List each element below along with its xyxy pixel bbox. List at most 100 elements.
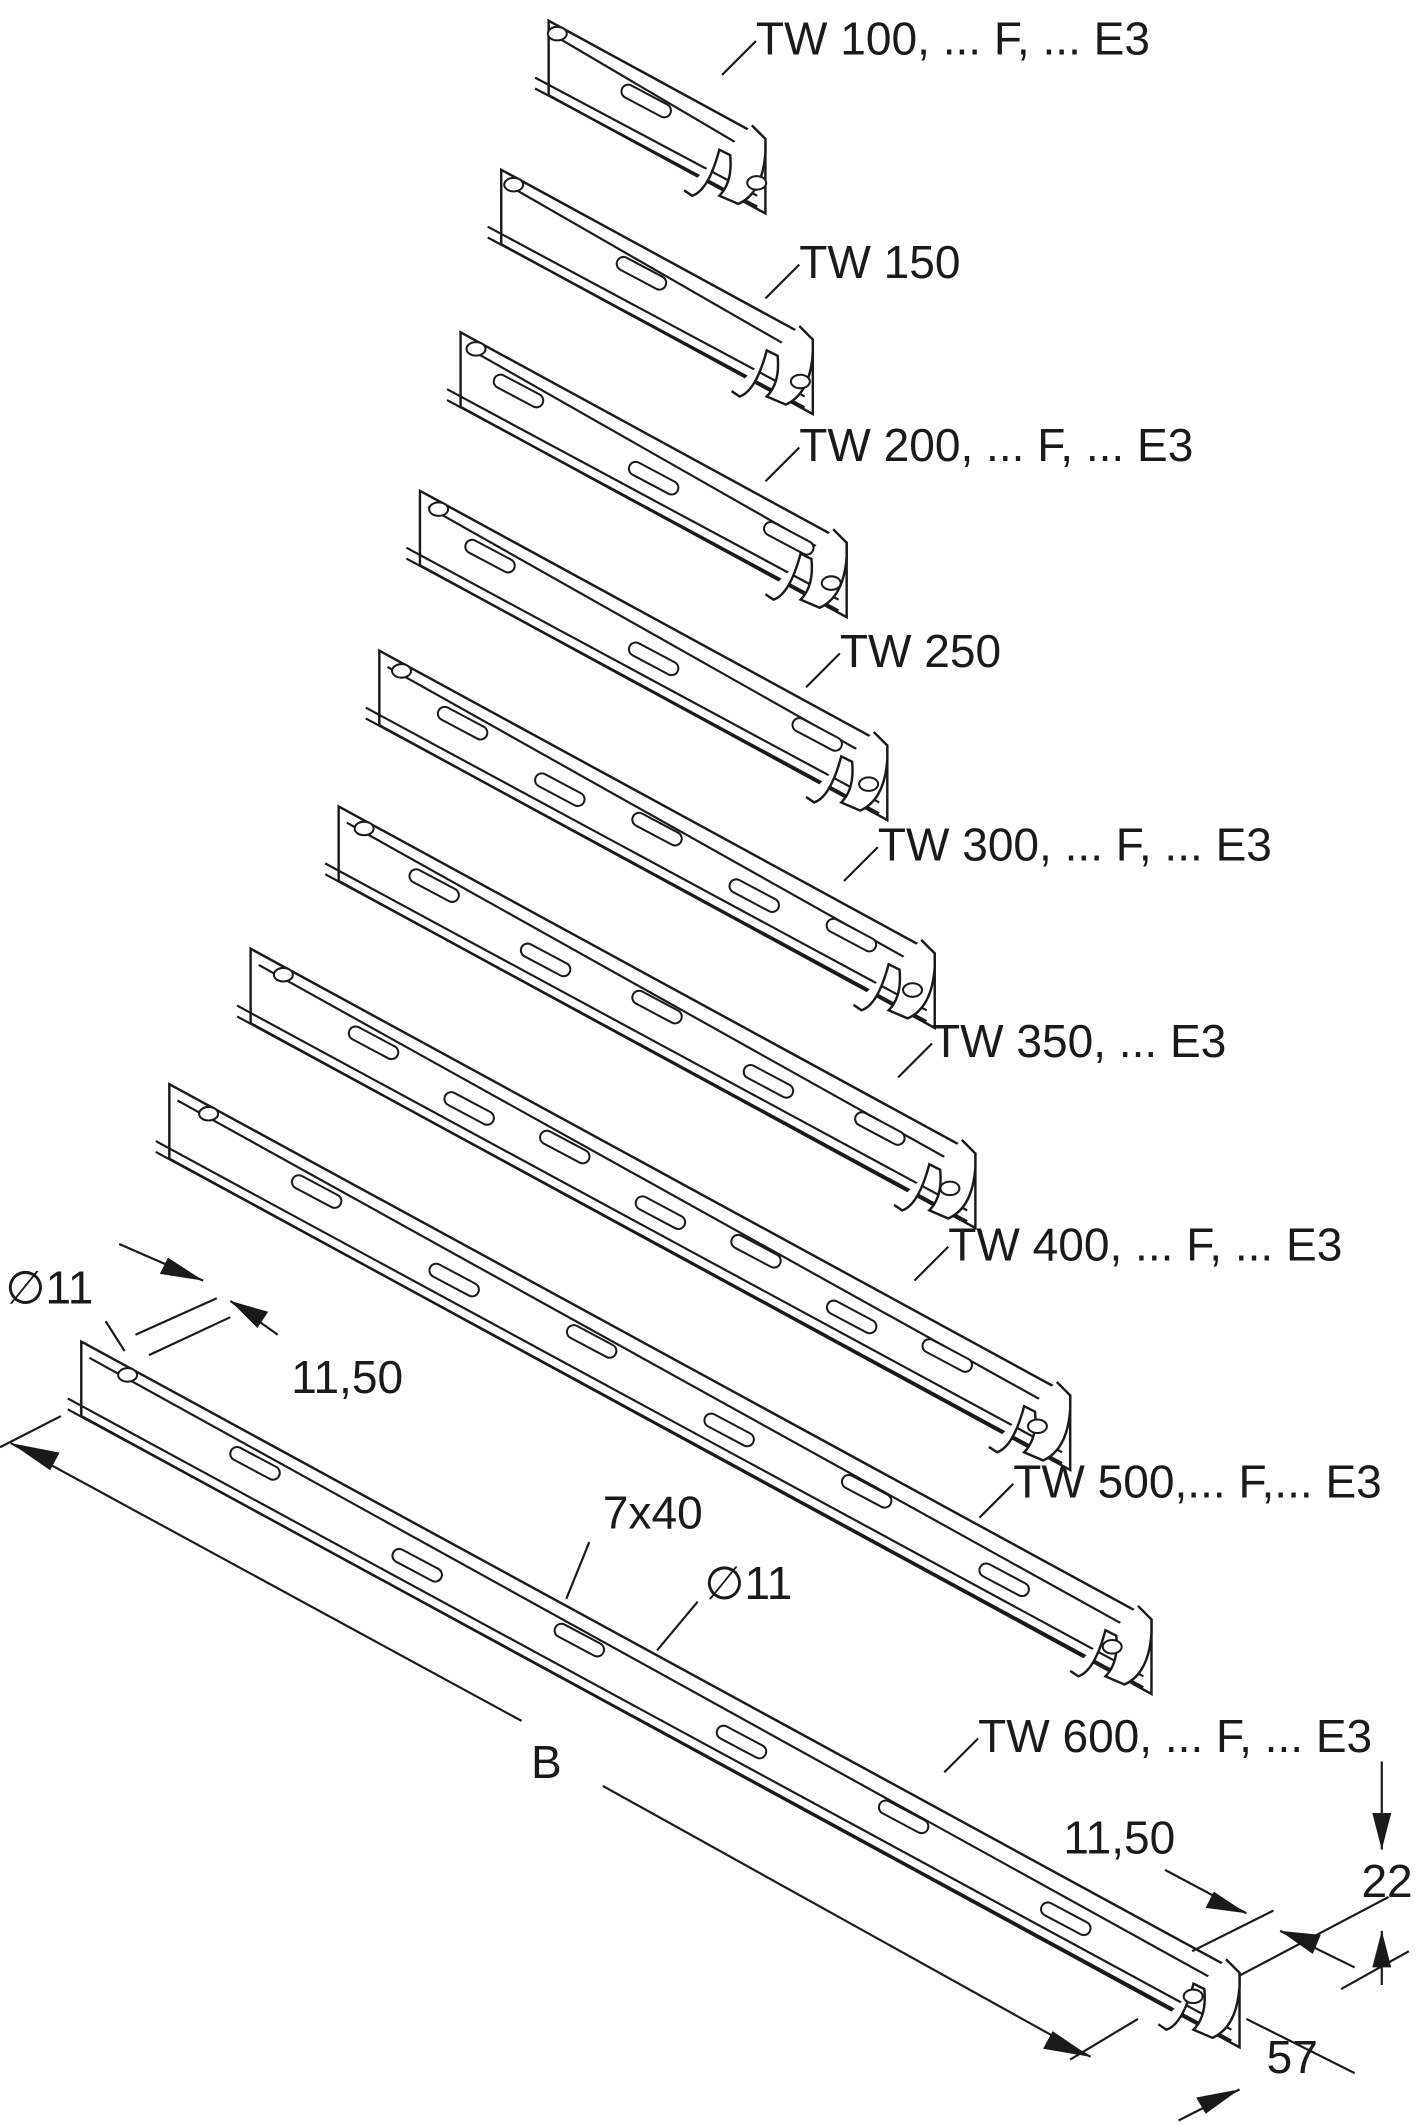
rail-label: TW 300, ... F, ... E3 <box>878 819 1272 871</box>
mounting-hole <box>746 175 768 191</box>
slot-hole <box>634 1195 687 1231</box>
rail-label: TW 250 <box>840 625 1001 677</box>
slot-hole <box>730 1233 782 1269</box>
rail-4 <box>405 488 889 823</box>
leader-line <box>843 846 879 882</box>
slot-hole <box>715 1724 768 1760</box>
rail-edge <box>67 1397 1232 2031</box>
slot-hole <box>840 1473 893 1509</box>
mounting-hole <box>465 341 487 357</box>
slot-hole <box>825 1299 878 1335</box>
rail-9 <box>67 1339 1241 2050</box>
dimension-slot: 7x40 ∅11 <box>565 1487 792 1652</box>
rail-8 <box>155 1082 1153 1697</box>
rail-body <box>337 804 977 1231</box>
leader-line <box>913 1245 950 1282</box>
rail-edge <box>67 1408 1232 2042</box>
width-label: 57 <box>1267 2031 1318 2083</box>
rail-edge <box>324 862 968 1212</box>
slot-hole <box>854 1111 906 1146</box>
rail-edge <box>155 1140 1144 1678</box>
leader-line <box>805 652 841 689</box>
slot-hole <box>565 1324 618 1359</box>
rail-7 <box>236 946 1072 1472</box>
hole-offset-left: 11,50 <box>291 1351 403 1403</box>
mounting-hole <box>198 1105 220 1122</box>
slot-hole <box>347 1025 400 1061</box>
slot-hole <box>443 1091 495 1126</box>
mounting-hole <box>939 1180 961 1197</box>
rail-body <box>168 1082 1153 1697</box>
slot-hole <box>631 811 683 847</box>
dimension-left-hole: ∅11 11,50 <box>5 1243 403 1403</box>
slot-hole <box>742 1064 795 1099</box>
mounting-hole <box>272 966 294 983</box>
rail-label: TW 100, ... F, ... E3 <box>756 13 1150 65</box>
slot-hole <box>825 917 878 953</box>
dimension-right: 11,50 22 57 <box>1063 1761 1413 2122</box>
slot-hole <box>763 520 815 556</box>
rail-edge <box>508 185 806 357</box>
rail-edge <box>324 873 968 1223</box>
slot-hole <box>703 1412 755 1448</box>
slot-size: 7x40 <box>603 1487 703 1539</box>
rail-edge <box>487 225 806 398</box>
leader-line <box>943 1737 979 1774</box>
rail-edge <box>155 1150 1144 1689</box>
rail-edge <box>534 76 758 197</box>
leader-line <box>978 1483 1015 1519</box>
rail-edge <box>365 706 928 1012</box>
mounting-hole <box>1101 1639 1123 1655</box>
rail-edge <box>365 717 928 1023</box>
slot-hole <box>620 83 672 119</box>
leader-line <box>721 40 757 76</box>
rail-edge <box>556 36 758 157</box>
rail-edge <box>236 1015 1063 1465</box>
slot-hole <box>553 1622 606 1658</box>
hole-diameter-mid: ∅11 <box>704 1557 792 1609</box>
slot-hole <box>978 1562 1030 1598</box>
rail-body <box>500 167 815 417</box>
dimension-length: B <box>0 1415 1139 2061</box>
mounting-hole <box>820 575 842 591</box>
rail-label: TW 200, ... F, ... E3 <box>799 419 1193 471</box>
slot-hole <box>877 1799 930 1835</box>
rail-1 <box>534 18 768 216</box>
rail-edge <box>446 399 840 612</box>
slot-hole <box>615 255 668 291</box>
slot-hole <box>631 989 683 1025</box>
mounting-hole <box>789 373 811 390</box>
slot-hole <box>428 1262 480 1298</box>
rail-edge <box>405 557 880 815</box>
rail-edge <box>176 1099 1144 1637</box>
rail-edge <box>88 1356 1232 1991</box>
length-label: B <box>531 1736 562 1788</box>
rail-edge <box>236 1004 1063 1454</box>
slot-hole <box>921 1338 973 1373</box>
mounting-hole <box>117 1367 139 1383</box>
rail-5 <box>365 648 936 1030</box>
rail-end-profile <box>1069 1605 1153 1686</box>
slot-hole <box>627 460 680 496</box>
mounting-hole <box>902 982 924 998</box>
slot-hole <box>539 1129 591 1165</box>
mounting-hole <box>1026 1418 1048 1435</box>
rails-group <box>67 18 1241 2050</box>
slot-hole <box>1040 1901 1092 1937</box>
rail-label: TW 350, ... E3 <box>932 1015 1226 1067</box>
slot-hole <box>290 1174 343 1209</box>
rail-6 <box>324 804 977 1231</box>
rail-edge <box>446 388 840 601</box>
slot-hole <box>492 373 545 409</box>
slot-hole <box>391 1547 443 1583</box>
hole-offset-right: 11,50 <box>1063 1812 1175 1864</box>
rail-3 <box>446 330 848 620</box>
rail-edge <box>258 964 1063 1413</box>
rail-end-profile <box>1157 1958 1241 2040</box>
leader-line <box>897 1042 933 1079</box>
hole-diameter-left: ∅11 <box>5 1262 93 1314</box>
mounting-hole <box>391 663 413 679</box>
slot-hole <box>229 1446 281 1481</box>
